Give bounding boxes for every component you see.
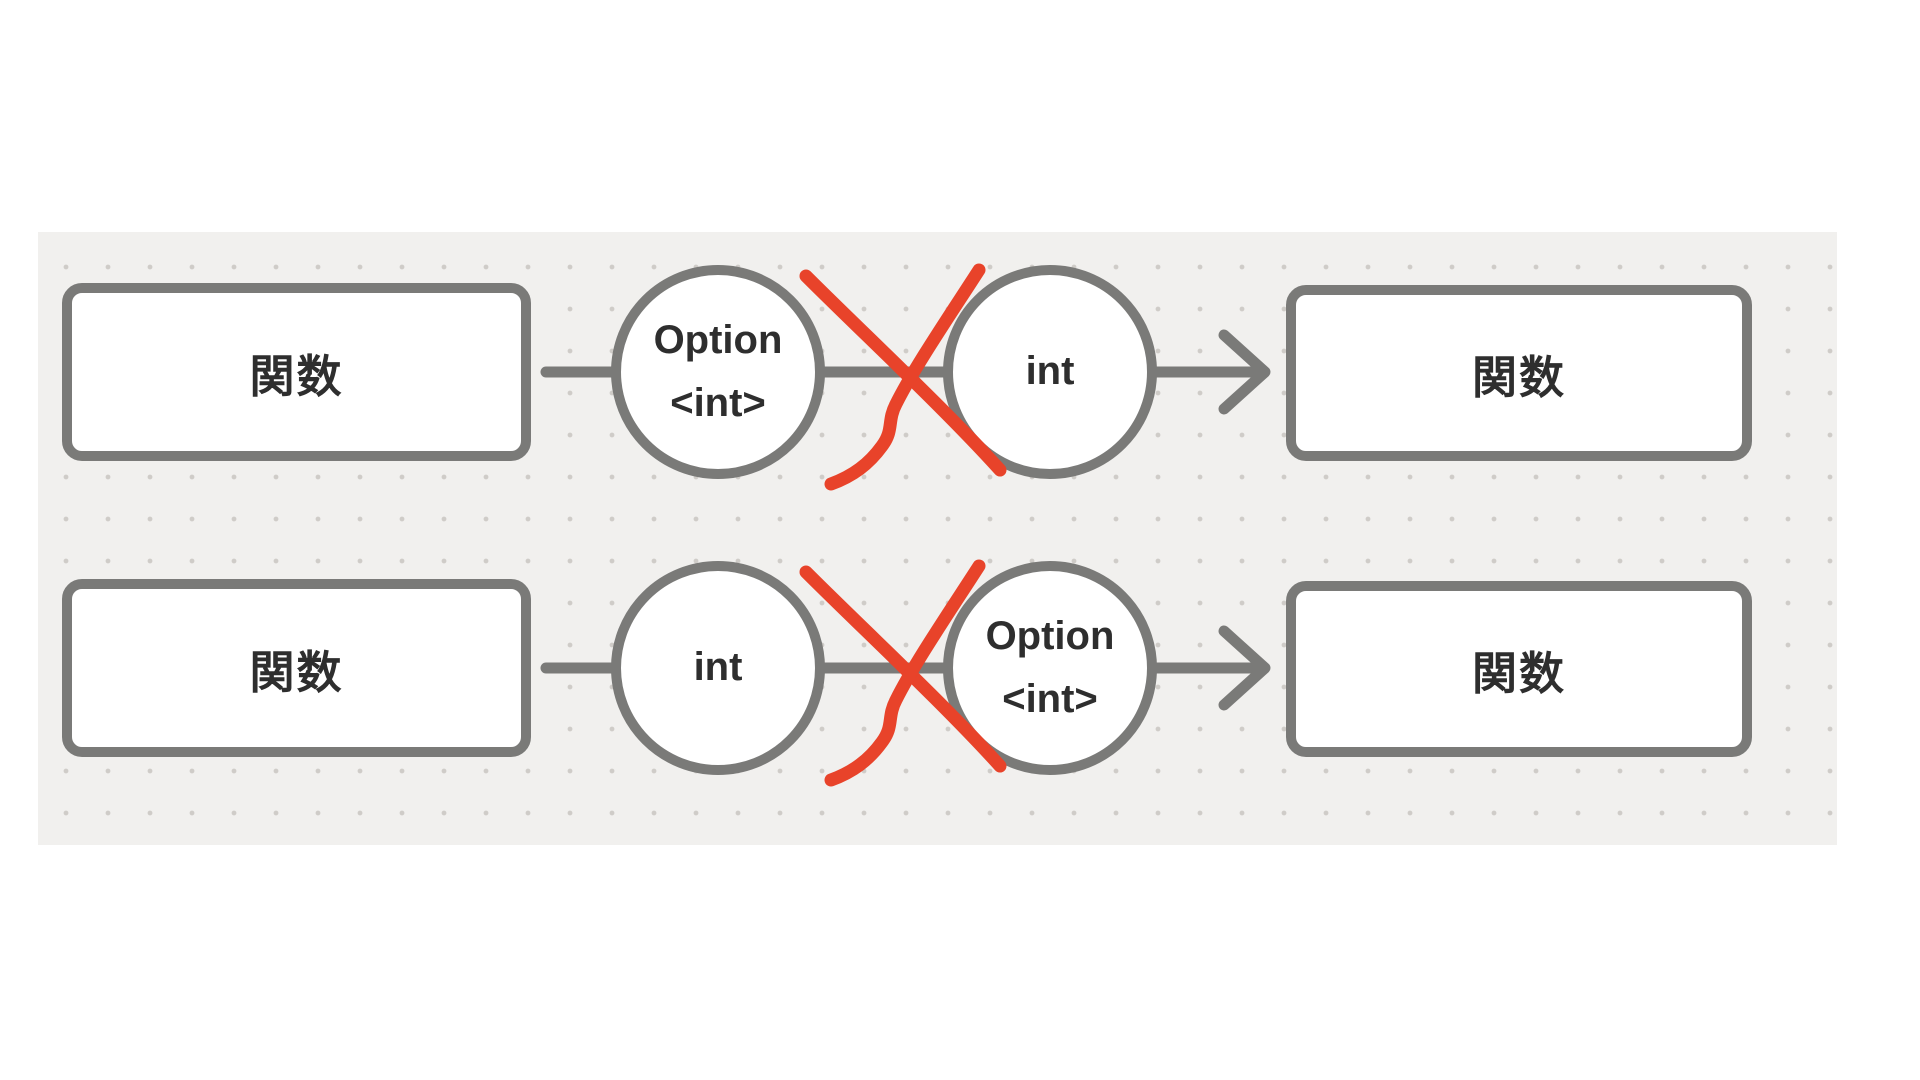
type-node-label-line1: int bbox=[693, 645, 743, 690]
function-box-label: 関数 bbox=[1471, 647, 1566, 699]
type-node-option-int[interactable]: Option <int> bbox=[943, 561, 1157, 775]
type-node-label-line1: int bbox=[1025, 349, 1075, 394]
type-node-int[interactable]: int bbox=[611, 561, 825, 775]
type-node-option-int[interactable]: Option <int> bbox=[611, 265, 825, 479]
type-node-label-line2: <int> bbox=[670, 381, 766, 425]
function-box[interactable]: 関数 bbox=[62, 283, 531, 461]
function-box-label: 関数 bbox=[1471, 351, 1566, 403]
arrowhead-icon bbox=[1218, 625, 1271, 711]
type-node-int[interactable]: int bbox=[943, 265, 1157, 479]
function-box-label: 関数 bbox=[249, 350, 344, 402]
function-box[interactable]: 関数 bbox=[62, 579, 531, 757]
diagram-canvas[interactable]: 関数 Option <int> int 関数 関数 int Option <in… bbox=[38, 232, 1837, 845]
function-box[interactable]: 関数 bbox=[1286, 581, 1752, 757]
arrowhead-icon bbox=[1218, 329, 1271, 415]
type-node-label-line1: Option bbox=[653, 317, 783, 362]
function-box[interactable]: 関数 bbox=[1286, 285, 1752, 461]
type-node-label-line1: Option bbox=[985, 613, 1115, 658]
type-node-label-line2: <int> bbox=[1002, 677, 1098, 721]
function-box-label: 関数 bbox=[249, 646, 344, 698]
